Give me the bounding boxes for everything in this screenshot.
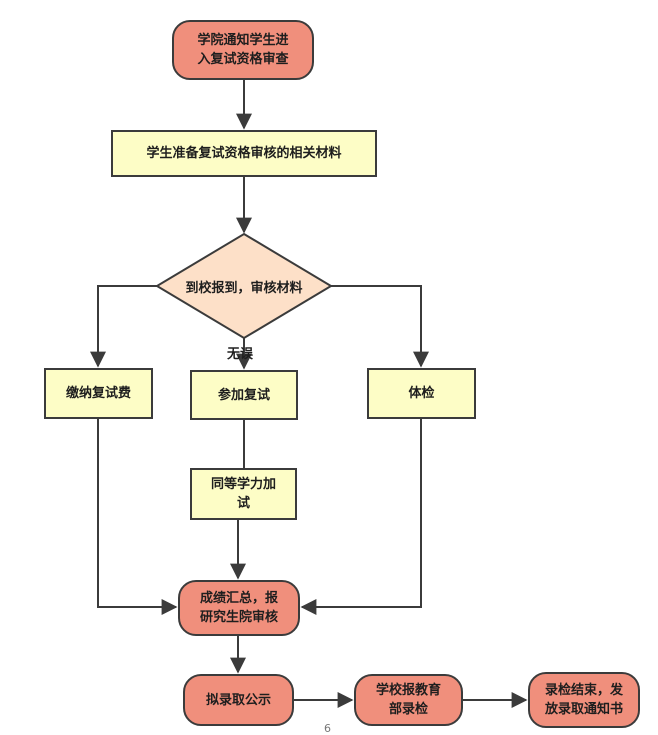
- equivalent-exam-label: 同等学力加 试: [210, 477, 276, 511]
- medical-check-node: 体检: [367, 368, 476, 419]
- attend-exam-node: 参加复试: [190, 370, 298, 420]
- edge-pay-fee-to-summary: [97, 419, 178, 615]
- publicity-label: 拟录取公示: [205, 692, 271, 708]
- attend-exam-label: 参加复试: [217, 387, 270, 403]
- page-number: 6: [324, 722, 331, 735]
- prepare-materials-label: 学生准备复试资格审核的相关材料: [146, 146, 342, 161]
- summary-node: 成绩汇总，报 研究生院审核: [178, 580, 300, 636]
- edge-decision-to-medical: [331, 285, 429, 368]
- end-node-label: 录检结束，发 放录取通知书: [544, 683, 623, 717]
- summary-label: 成绩汇总，报 研究生院审核: [199, 591, 278, 625]
- equivalent-exam-node: 同等学力加 试: [190, 468, 297, 520]
- pay-fee-node: 缴纳复试费: [44, 368, 153, 419]
- edge-decision-to-pay-fee: [90, 285, 157, 368]
- end-node: 录检结束，发 放录取通知书: [528, 672, 640, 728]
- school-check-label: 学校报教育 部录检: [375, 683, 441, 717]
- no-error-label: 无误: [227, 347, 254, 362]
- publicity-node: 拟录取公示: [183, 674, 294, 726]
- edge-medical-to-summary: [300, 419, 422, 615]
- start-node-label: 学院通知学生进 入复试资格审查: [197, 33, 289, 67]
- pay-fee-label: 缴纳复试费: [65, 386, 131, 401]
- medical-check-label: 体检: [408, 386, 435, 401]
- start-node: 学院通知学生进 入复试资格审查: [172, 20, 314, 80]
- prepare-materials-node: 学生准备复试资格审核的相关材料: [111, 130, 377, 177]
- decision-diamond: [155, 232, 333, 340]
- decision-label: 到校报到，审核材料: [185, 280, 303, 296]
- school-check-node: 学校报教育 部录检: [354, 674, 463, 726]
